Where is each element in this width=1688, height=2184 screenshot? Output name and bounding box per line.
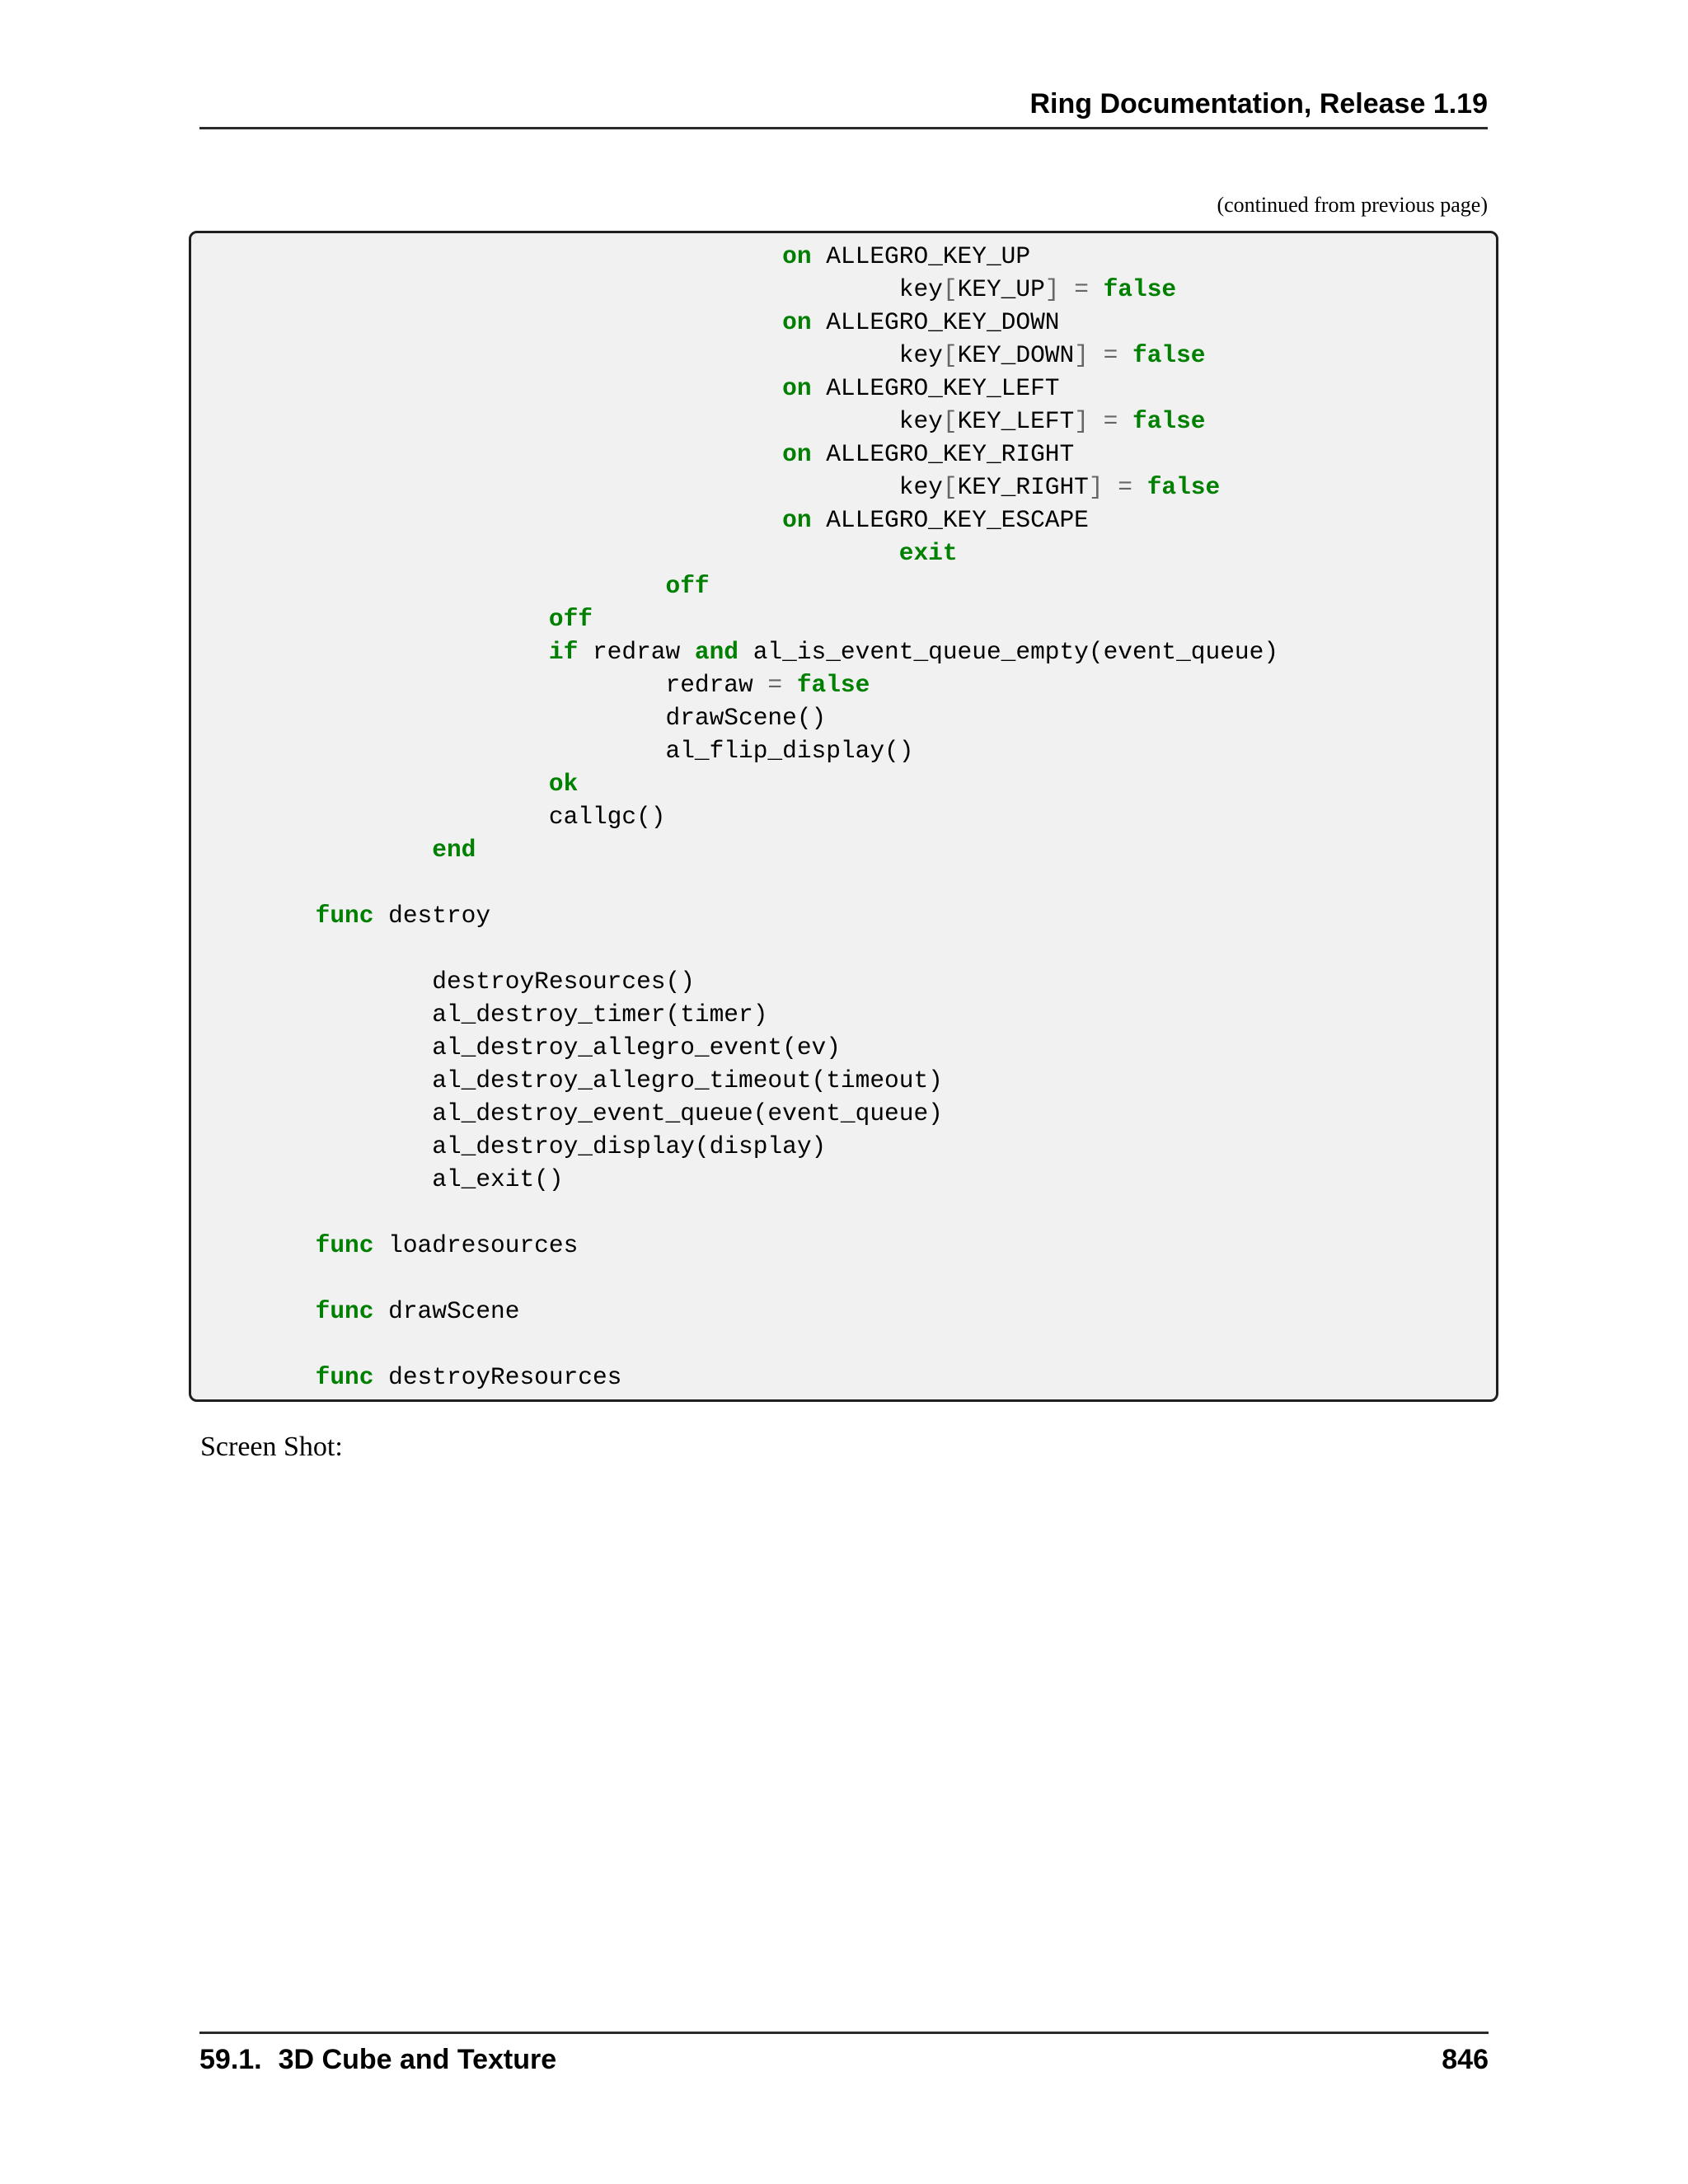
code-line [199, 932, 1496, 965]
header-rule [199, 127, 1488, 129]
code-line: key[KEY_DOWN] = false [898, 341, 1206, 369]
code-line: on ALLEGRO_KEY_LEFT [782, 374, 1060, 402]
code-line: al_destroy_display(display) [432, 1132, 827, 1160]
footer-page-number: 846 [1442, 2044, 1489, 2075]
footer-rule [199, 2032, 1489, 2034]
code-line: on ALLEGRO_KEY_ESCAPE [782, 506, 1089, 534]
screenshot-label: Screen Shot: [200, 1432, 343, 1462]
code-line [199, 1328, 1496, 1361]
code-line: drawScene() [665, 704, 827, 732]
code-line: al_destroy_allegro_event(ev) [432, 1033, 841, 1062]
code-line: redraw = false [665, 671, 870, 699]
footer-section-number: 59.1. [199, 2044, 262, 2075]
code-line: func destroy [315, 902, 491, 930]
code-line: if redraw and al_is_event_queue_empty(ev… [548, 638, 1279, 666]
code-line: on ALLEGRO_KEY_RIGHT [782, 440, 1075, 468]
code-line: callgc() [548, 803, 666, 831]
footer-section: 59.1. 3D Cube and Texture [199, 2043, 556, 2076]
code-line [199, 1196, 1496, 1229]
code-line: on ALLEGRO_KEY_DOWN [782, 308, 1060, 336]
code-line: destroyResources() [432, 968, 695, 996]
code-content: on ALLEGRO_KEY_UP key[KEY_UP] = false on… [191, 233, 1496, 1394]
code-line: exit [898, 539, 958, 567]
code-line: al_destroy_timer(timer) [432, 1001, 768, 1029]
code-line: al_destroy_allegro_timeout(timeout) [432, 1066, 943, 1094]
code-line: al_exit() [432, 1165, 564, 1193]
code-line: end [432, 836, 476, 864]
continued-note: (continued from previous page) [1217, 193, 1488, 217]
page-footer: 59.1. 3D Cube and Texture 846 [199, 2043, 1489, 2076]
code-line: al_destroy_event_queue(event_queue) [432, 1099, 943, 1127]
code-line: al_flip_display() [665, 737, 914, 765]
code-line: func destroyResources [315, 1363, 622, 1391]
code-line [199, 866, 1496, 899]
code-line [199, 1262, 1496, 1295]
code-line: func drawScene [315, 1297, 520, 1325]
code-line: off [548, 605, 593, 633]
footer-section-title: 3D Cube and Texture [278, 2044, 557, 2075]
code-line: off [665, 572, 710, 600]
code-line: ok [548, 770, 579, 798]
code-line: func loadresources [315, 1231, 579, 1259]
code-line: on ALLEGRO_KEY_UP [782, 242, 1031, 270]
header-title: Ring Documentation, Release 1.19 [1029, 88, 1489, 120]
code-block: on ALLEGRO_KEY_UP key[KEY_UP] = false on… [189, 231, 1498, 1402]
code-line: key[KEY_RIGHT] = false [898, 473, 1221, 501]
code-line: key[KEY_UP] = false [898, 275, 1177, 303]
code-line: key[KEY_LEFT] = false [898, 407, 1206, 435]
